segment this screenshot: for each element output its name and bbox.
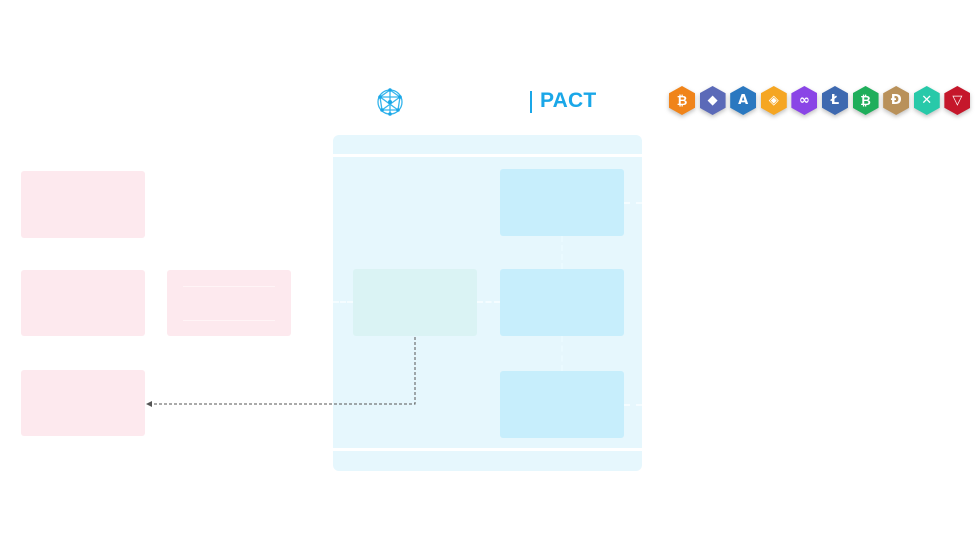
side-box-inner-line: [183, 286, 275, 287]
module-box-bottom: [500, 371, 624, 438]
connector-bottom-right: [624, 404, 642, 406]
connector-middle-bottom: [561, 336, 563, 371]
left-box-bottom: [21, 370, 145, 436]
brand-name: PACT: [540, 89, 597, 112]
coin-wrap: ◆: [699, 86, 726, 115]
brand-divider: [530, 91, 532, 113]
flow-arrow-head: [146, 401, 152, 407]
coin-wrap: ∞: [791, 86, 818, 115]
coin-icon-row: ₿◆A◈∞Ł₿Ð✕▽: [669, 86, 971, 115]
coin-wrap: ₿: [852, 86, 879, 115]
coin-wrap: ₿: [669, 86, 695, 115]
side-box-inner-line: [183, 320, 275, 321]
panel-footer-divider: [333, 448, 642, 451]
network-logo-icon: [374, 86, 406, 118]
coin-wrap: ◈: [760, 86, 787, 115]
flow-arrow-path: [150, 337, 416, 405]
connector-top-right: [624, 202, 642, 204]
coin-wrap: A: [730, 86, 757, 115]
coin-wrap: ▽: [944, 86, 971, 115]
connector-center-to-middle: [477, 301, 500, 303]
left-box-top: [21, 171, 145, 238]
module-box-top: [500, 169, 624, 236]
coin-wrap: Ł: [821, 86, 848, 115]
left-box-middle: [21, 270, 145, 336]
connector-panel-left: [333, 301, 353, 303]
center-module-box: [353, 269, 477, 336]
coin-wrap: Ð: [883, 86, 910, 115]
connector-top-middle: [561, 236, 563, 269]
panel-header-divider: [333, 154, 642, 157]
module-box-middle: [500, 269, 624, 336]
side-box: [167, 270, 291, 336]
coin-wrap: ✕: [913, 86, 940, 115]
